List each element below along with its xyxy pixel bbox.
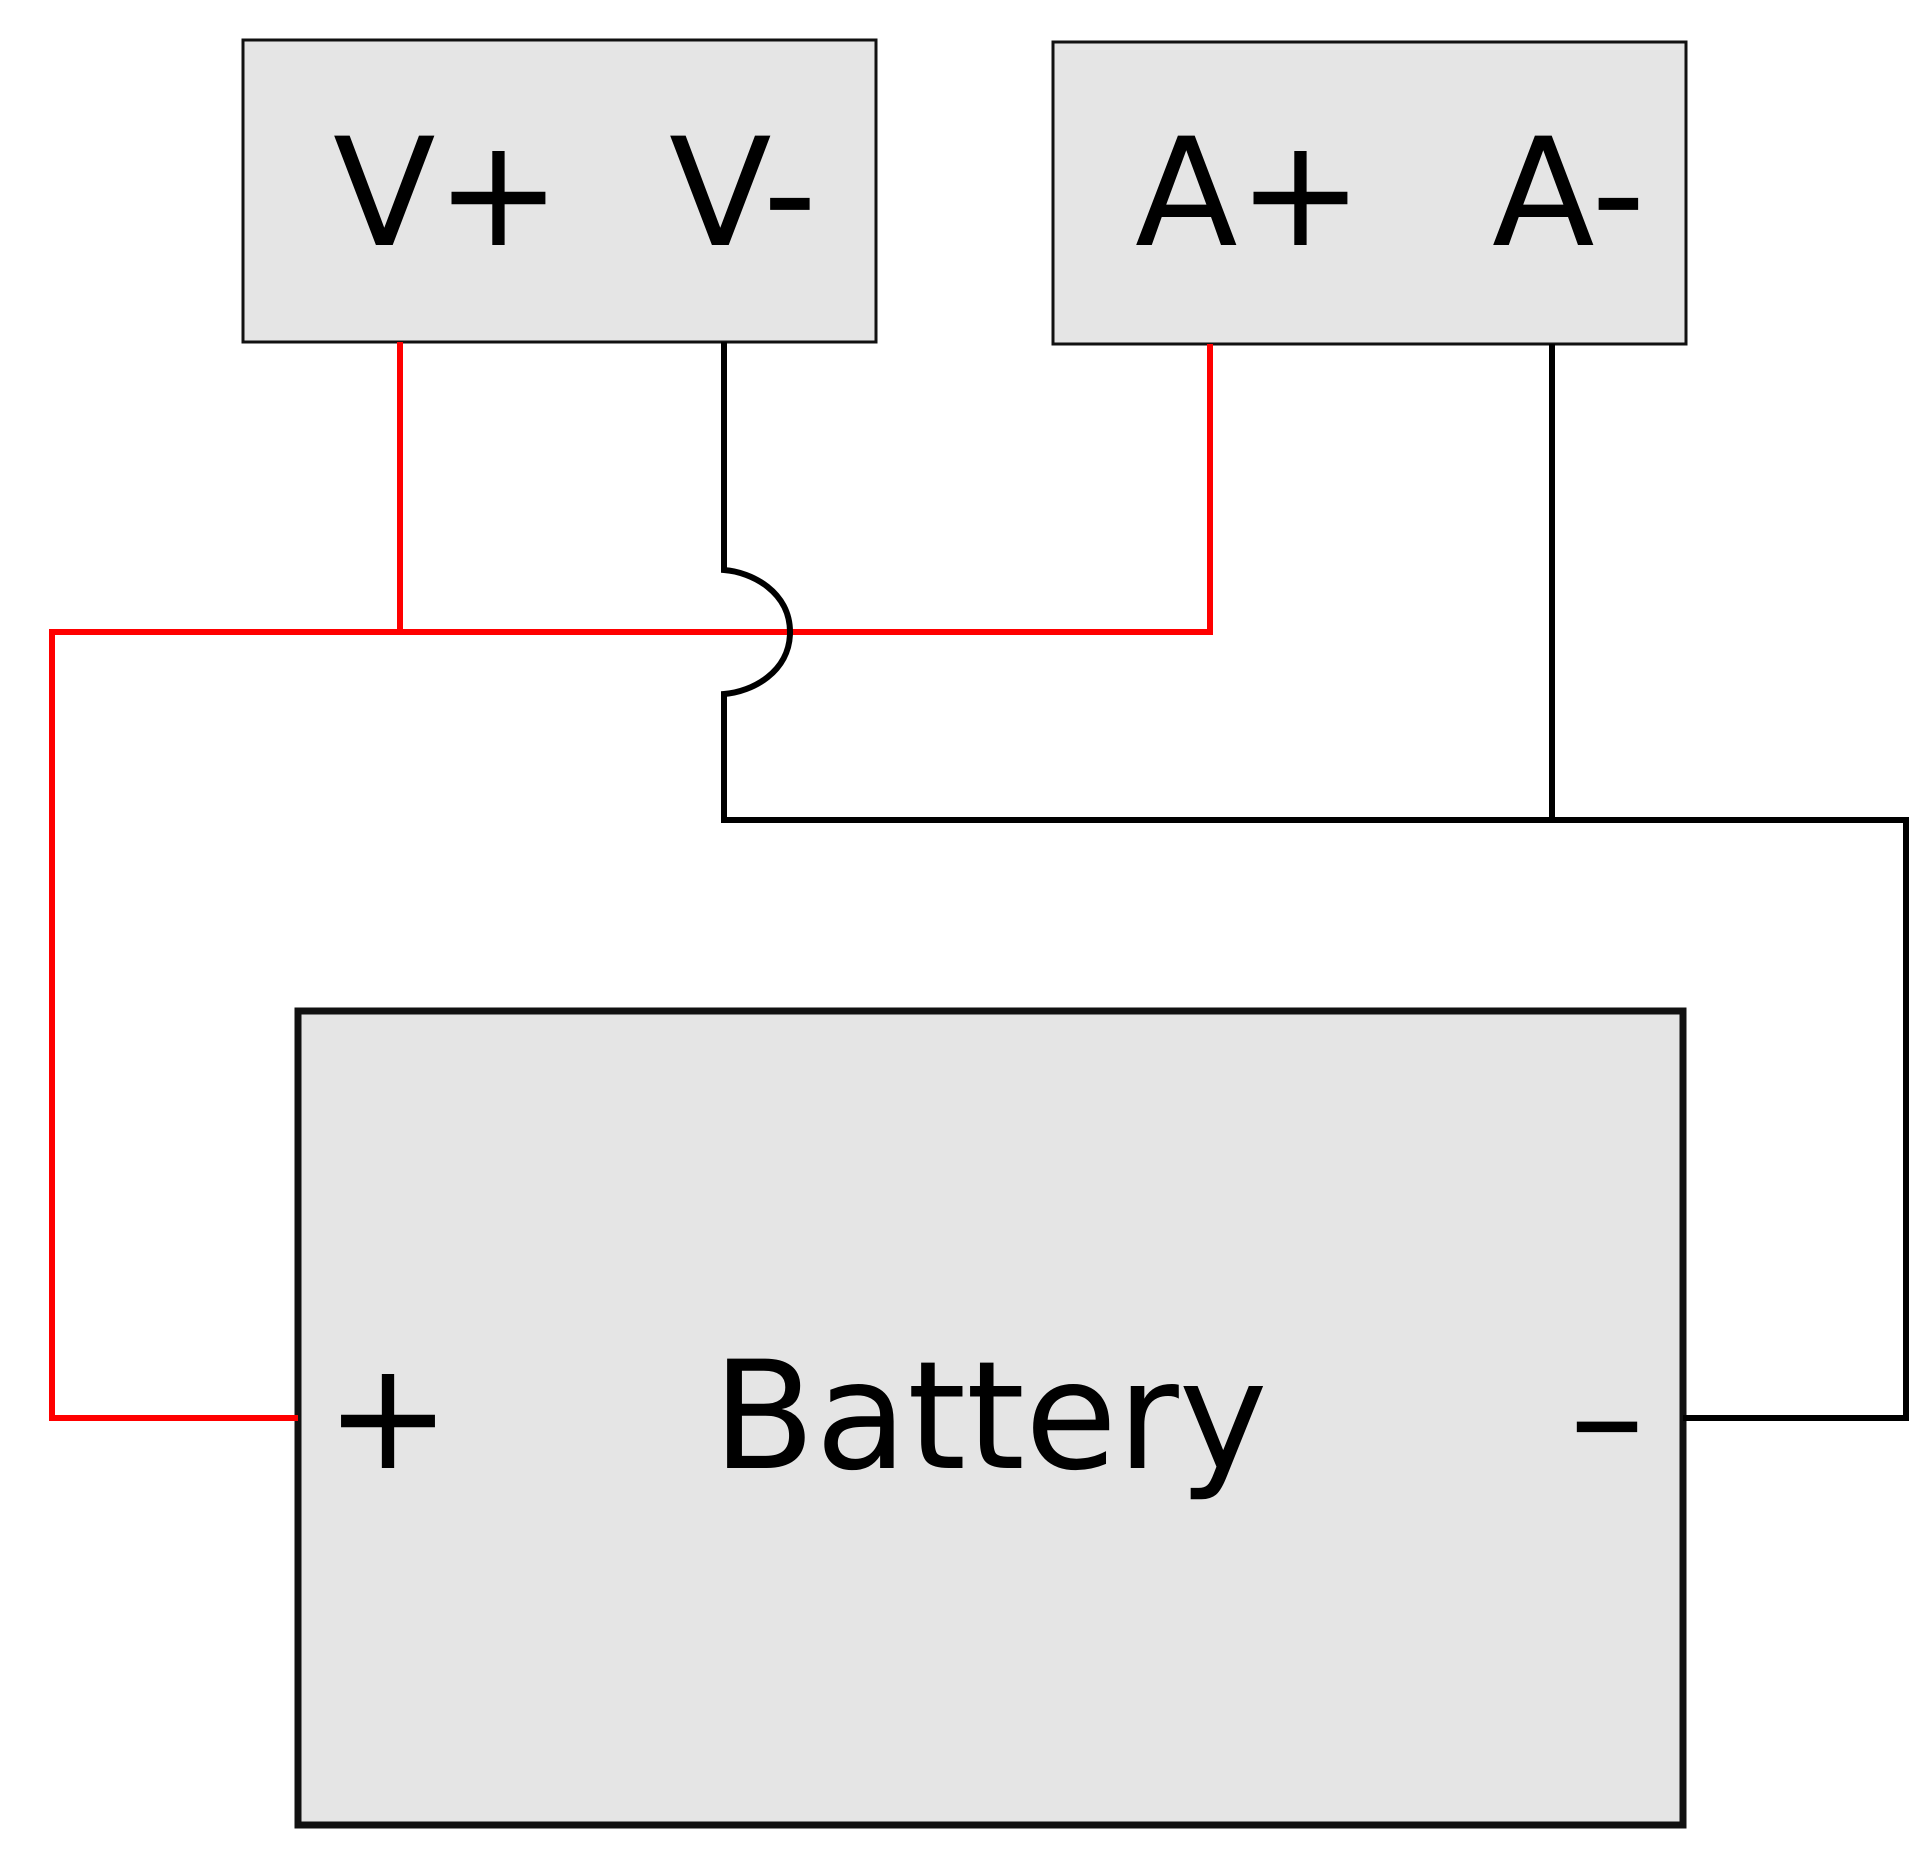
battery-label: Battery [712,1330,1267,1504]
negative-wiring [721,342,1909,1421]
battery: Battery + – [294,1007,1687,1829]
voltmeter-box [241,38,878,344]
ammeter-box [1051,40,1688,346]
ammeter-positive-label: A+ [1135,107,1363,281]
positive-wiring [49,342,1213,1421]
battery-box [294,1007,1687,1829]
voltmeter-negative-label: V- [669,107,817,281]
battery-positive-label: + [325,1330,451,1504]
ammeter-negative-label: A- [1492,107,1645,281]
ammeter: A+ A- [1051,40,1688,346]
wire-a-plus-to-battery-plus [49,344,1213,1421]
battery-negative-label: – [1570,1330,1645,1504]
voltmeter: V+ V- [241,38,878,344]
voltmeter-positive-label: V+ [333,107,561,281]
wire-a-minus-to-battery-minus [1549,344,1909,1421]
wire-v-minus-crossover [721,342,1552,823]
